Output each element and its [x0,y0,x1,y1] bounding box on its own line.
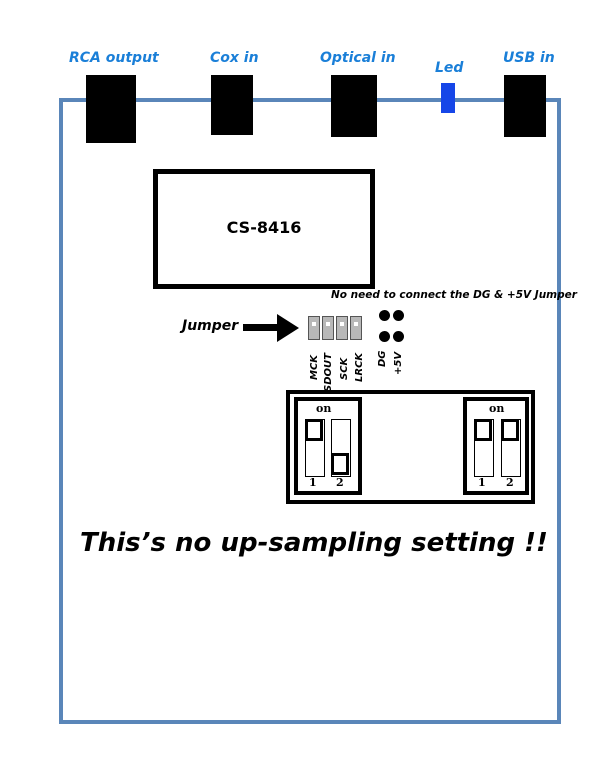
headline-text: This’s no up-sampling setting !! [80,528,548,558]
optical-in-label: Optical in [320,50,396,66]
jumper-label: Jumper [182,318,239,334]
jumper-pin-dg-top [379,310,390,321]
dip-right-on-label: on [489,402,505,415]
dip-switch-right: on 1 2 [463,397,529,495]
dip-left-slot-2 [331,419,351,477]
dip-right-slot-1 [474,419,494,477]
pin-label-sck: SCK [339,357,350,380]
dip-left-on-label: on [316,402,332,415]
dip-right-slot-2 [501,419,521,477]
pin-label-sdout: SDOUT [323,353,334,392]
pin-label-lrck: LRCK [354,352,365,382]
dip-left-num-2: 2 [336,476,344,489]
jumper-arrow-icon [243,314,299,342]
dip-left-slot-1 [305,419,325,477]
dip-right-num-1: 1 [478,476,486,489]
usb-in-label: USB in [503,50,555,66]
cox-in-label: Cox in [210,50,259,66]
chip-label: CS-8416 [226,218,302,237]
pin-label-mck: MCK [309,354,320,380]
dip-right-num-2: 2 [506,476,514,489]
jumper-note: No need to connect the DG & +5V Jumper [331,289,577,301]
jumper-pin-5v-top [393,310,404,321]
dip-left-num-1: 1 [309,476,317,489]
optical-in-connector [331,75,377,137]
led-indicator [441,83,455,113]
jumper-pin-dg-bottom [379,331,390,342]
pcb-board-outline [59,98,561,724]
jumper-pin-mck [308,316,320,340]
rca-output-label: RCA output [69,50,159,66]
jumper-pin-lrck [350,316,362,340]
rca-output-connector [86,75,136,143]
dip-right-knob-1 [474,419,492,441]
dip-left-knob-1 [305,419,323,441]
dip-right-knob-2 [501,419,519,441]
cox-in-connector [211,75,253,135]
jumper-pin-sdout [322,316,334,340]
pin-label-5v: +5V [393,351,404,375]
led-label: Led [435,60,464,76]
pin-label-dg: DG [377,350,388,367]
usb-in-connector [504,75,546,137]
dip-switch-left: on 1 2 [294,397,362,495]
jumper-pin-5v-bottom [393,331,404,342]
jumper-pin-sck [336,316,348,340]
dip-left-knob-2 [331,453,349,475]
cs8416-chip: CS-8416 [153,169,375,289]
